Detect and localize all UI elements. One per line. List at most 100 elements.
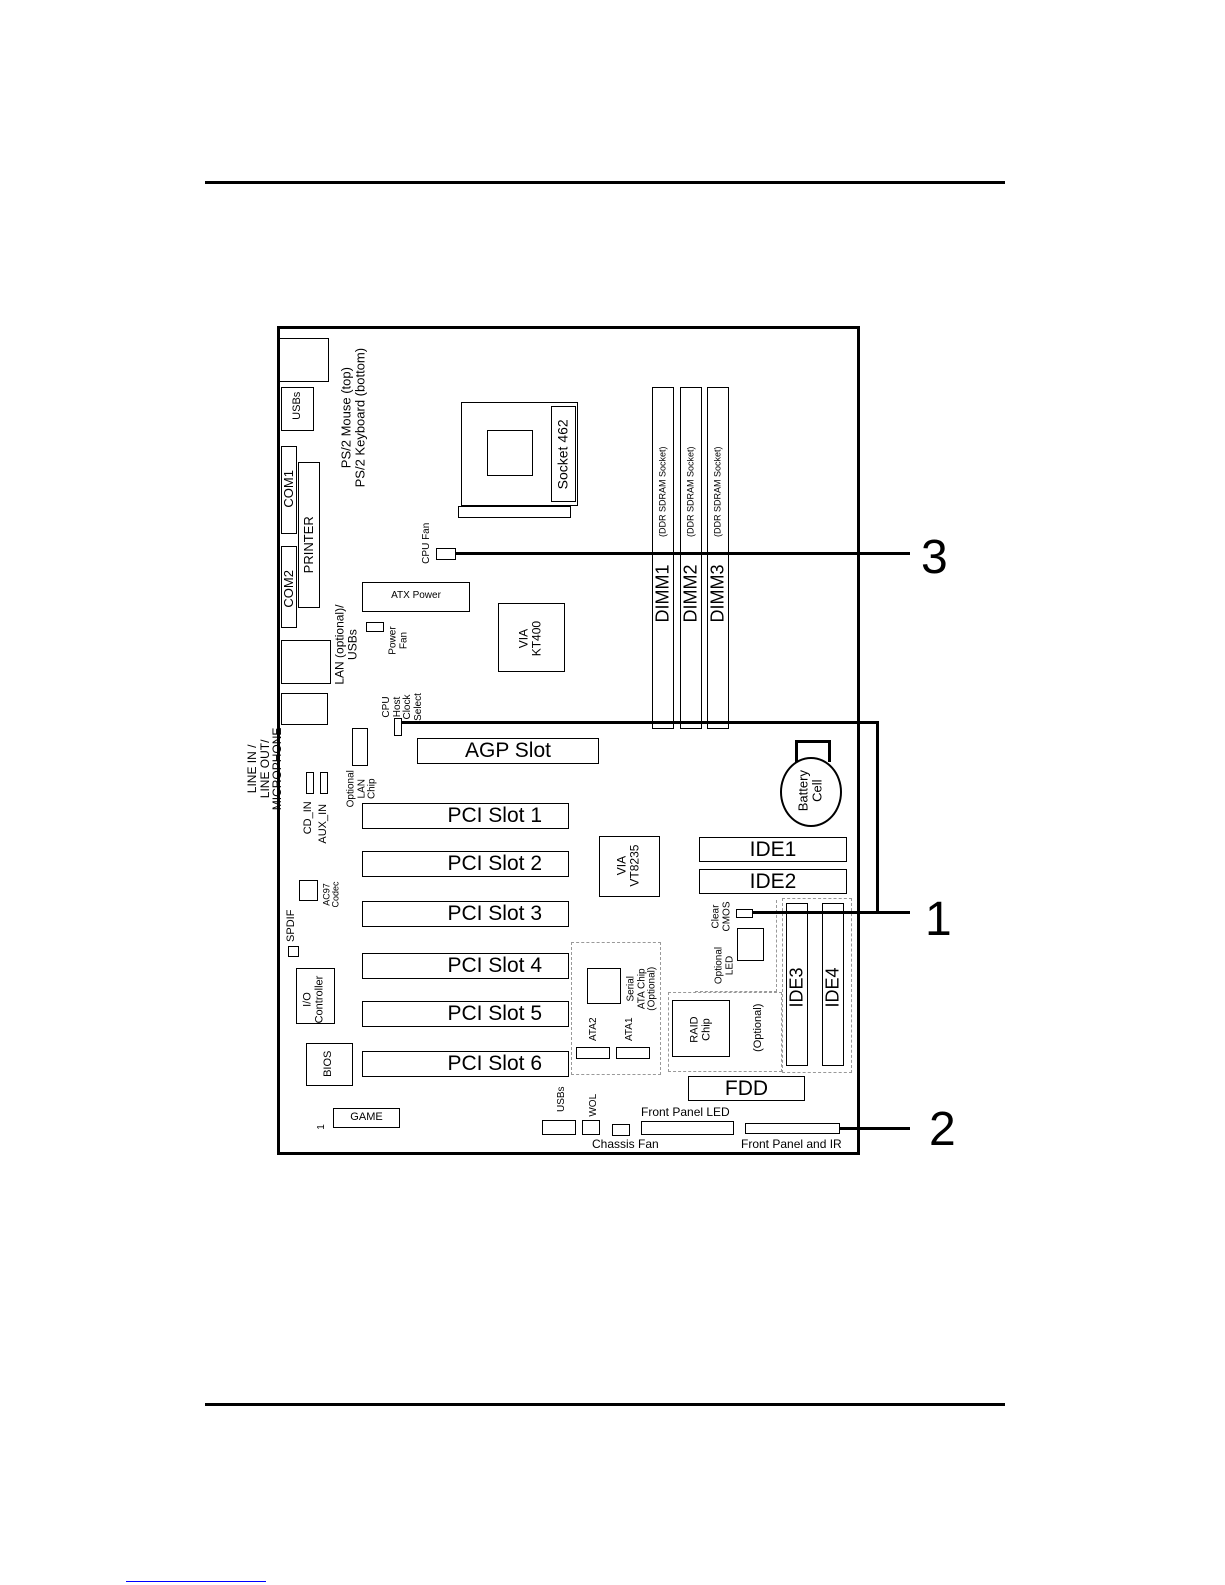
game-pin1-label: 1 bbox=[315, 1124, 327, 1130]
atx-power-connector bbox=[362, 582, 470, 612]
callout-1-line-top bbox=[402, 721, 878, 724]
chassis-fan-label: Chassis Fan bbox=[592, 1137, 659, 1151]
pci-slot-3: PCI Slot 3 bbox=[362, 901, 569, 927]
aux-in-label: AUX_IN bbox=[317, 803, 330, 844]
dimm2-label: DIMM2 bbox=[680, 564, 701, 623]
via-kt400-label: VIA KT400 bbox=[516, 620, 543, 657]
raid-optional-label: (Optional) bbox=[752, 1003, 765, 1052]
optional-lan-chip bbox=[352, 728, 368, 766]
ps2-label: PS/2 Mouse (top) PS/2 Keyboard (bottom) bbox=[338, 347, 367, 488]
cpu-socket-core bbox=[487, 430, 533, 476]
serial-ata-area bbox=[571, 942, 661, 1075]
callout-1-line-bottom bbox=[753, 911, 910, 914]
callout-1-line-vert bbox=[876, 721, 879, 914]
optional-led-label: Optional LED bbox=[713, 946, 736, 985]
com2-connector bbox=[281, 546, 297, 628]
pci-slot-1: PCI Slot 1 bbox=[362, 803, 569, 829]
aux-in-header bbox=[320, 772, 328, 794]
game-port-header bbox=[333, 1108, 400, 1128]
cpu-host-clock-jumper bbox=[394, 718, 402, 736]
via-vt8235-chip bbox=[599, 836, 660, 897]
usb-top-connector bbox=[281, 387, 314, 431]
power-fan-label: Power Fan bbox=[387, 626, 410, 655]
ide34-area bbox=[782, 898, 852, 1073]
dimm2-socket bbox=[680, 387, 702, 729]
cd-in-header bbox=[306, 772, 314, 794]
bottom-rule bbox=[205, 1403, 1005, 1406]
pci-slot-5: PCI Slot 5 bbox=[362, 1001, 569, 1027]
game-label: GAME bbox=[350, 1111, 383, 1123]
ide3-connector bbox=[786, 903, 808, 1066]
raid-area bbox=[668, 992, 782, 1072]
com1-connector bbox=[281, 446, 297, 534]
io-controller-label: I/O Controller bbox=[301, 975, 325, 1024]
front-panel-led-label: Front Panel LED bbox=[641, 1105, 730, 1119]
chassis-fan-header bbox=[612, 1124, 630, 1136]
dimm2-ddr-label: (DDR SDRAM Socket) bbox=[685, 446, 696, 537]
audio-connector bbox=[281, 693, 328, 725]
ide3-label: IDE3 bbox=[786, 967, 807, 1008]
ata2-label: ATA2 bbox=[587, 1017, 599, 1042]
bios-chip bbox=[306, 1043, 353, 1086]
dimm1-socket bbox=[652, 387, 674, 729]
via-vt8235-label: VIA VT8235 bbox=[614, 844, 641, 887]
agp-slot: AGP Slot bbox=[417, 738, 599, 764]
pci-slot-4: PCI Slot 4 bbox=[362, 953, 569, 979]
pci-slot-6: PCI Slot 6 bbox=[362, 1051, 569, 1077]
callout-2-line bbox=[840, 1127, 910, 1130]
cpu-socket-lever bbox=[458, 506, 571, 518]
front-panel-ir-header bbox=[745, 1123, 840, 1134]
ac97-codec-chip bbox=[299, 880, 318, 901]
ata2-connector bbox=[576, 1047, 610, 1059]
callout-3: 3 bbox=[921, 531, 948, 584]
com2-label: COM2 bbox=[281, 570, 297, 608]
usbs-bottom-label: USBs bbox=[555, 1086, 567, 1113]
wol-label: WOL bbox=[587, 1093, 599, 1117]
printer-label: PRINTER bbox=[301, 516, 317, 574]
socket-label: Socket 462 bbox=[554, 419, 571, 490]
lan-usb-label: LAN (optional)/ USBs bbox=[332, 604, 359, 685]
raid-label: RAID Chip bbox=[688, 1016, 712, 1043]
printer-connector bbox=[298, 462, 320, 608]
dimm1-ddr-label: (DDR SDRAM Socket) bbox=[657, 446, 668, 537]
dimm3-socket bbox=[707, 387, 729, 729]
io-controller-chip bbox=[296, 968, 335, 1024]
via-kt400-chip bbox=[498, 603, 565, 672]
spdif-header bbox=[288, 946, 299, 957]
fdd-connector: FDD bbox=[688, 1076, 805, 1101]
ac97-label: AC97 Codec bbox=[321, 881, 341, 908]
battery-label: Battery Cell bbox=[795, 770, 824, 812]
pci-slot-2: PCI Slot 2 bbox=[362, 851, 569, 877]
motherboard-outline bbox=[277, 326, 860, 1155]
callout-2: 2 bbox=[929, 1103, 956, 1156]
cd-in-label: CD_IN bbox=[302, 801, 315, 835]
dimm1-label: DIMM1 bbox=[652, 564, 673, 623]
power-fan-header bbox=[366, 622, 384, 632]
ide4-label: IDE4 bbox=[822, 967, 843, 1008]
footer-link-underline bbox=[126, 1581, 266, 1582]
optional-led-area bbox=[695, 900, 777, 992]
callout-3-line bbox=[456, 552, 910, 555]
front-panel-led-header bbox=[641, 1121, 734, 1135]
ata1-connector bbox=[616, 1047, 650, 1059]
com1-label: COM1 bbox=[281, 470, 297, 508]
wol-header bbox=[582, 1120, 600, 1135]
cpu-fan-header bbox=[436, 548, 456, 560]
ide1-connector: IDE1 bbox=[699, 837, 847, 862]
front-panel-ir-label: Front Panel and IR bbox=[741, 1137, 842, 1151]
ata1-label: ATA1 bbox=[623, 1017, 635, 1042]
ps2-connector bbox=[279, 338, 329, 382]
serial-ata-chip bbox=[587, 968, 621, 1004]
ide2-connector: IDE2 bbox=[699, 869, 847, 894]
audio-label: LINE IN / LINE OUT/ MICROPHONE bbox=[245, 727, 285, 811]
top-rule bbox=[205, 181, 1005, 184]
callout-1: 1 bbox=[925, 893, 952, 946]
ide4-connector bbox=[822, 903, 844, 1066]
usb-bottom-header bbox=[542, 1120, 576, 1135]
battery-cell bbox=[780, 757, 842, 827]
clear-cmos-jumper bbox=[736, 909, 753, 918]
atx-power-label: ATX Power bbox=[391, 590, 441, 601]
bios-label: BIOS bbox=[322, 1050, 335, 1077]
optional-led-chip bbox=[737, 928, 764, 961]
socket-label-box bbox=[551, 406, 576, 502]
